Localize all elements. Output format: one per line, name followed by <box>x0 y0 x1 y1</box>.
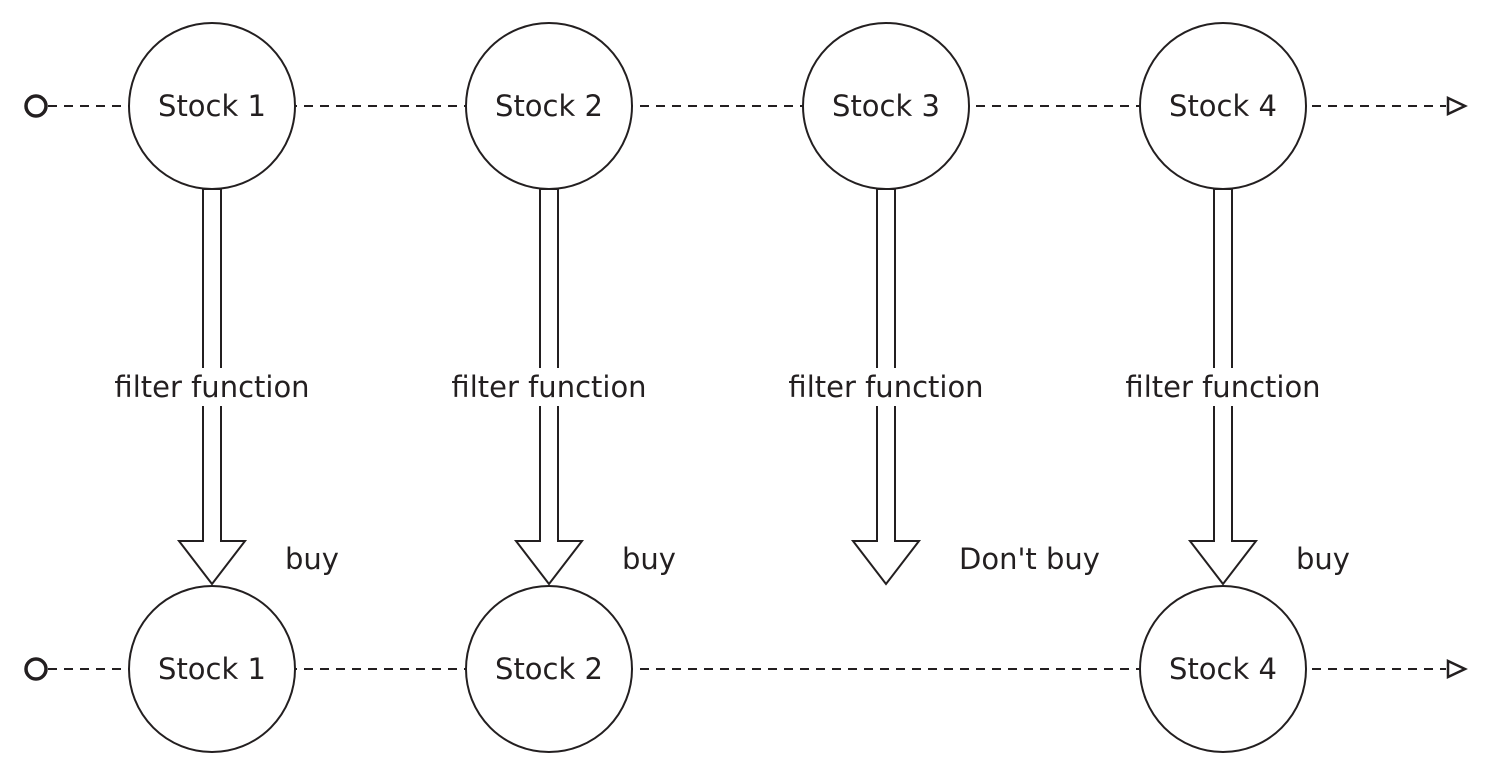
input-node-label: Stock 3 <box>832 89 940 123</box>
filter-column-4: filter function buy <box>1125 188 1350 586</box>
filter-column-2: filter function buy <box>451 188 676 586</box>
filter-function-label: filter function <box>1125 370 1320 404</box>
output-node-label: Stock 1 <box>158 652 266 686</box>
input-node-2: Stock 2 <box>465 22 633 190</box>
output-stream-end-arrow <box>1446 659 1468 679</box>
output-node-label: Stock 2 <box>495 652 603 686</box>
filter-column-3: filter function Don't buy <box>788 188 1100 586</box>
decision-label: buy <box>285 542 339 576</box>
filter-function-label: filter function <box>451 370 646 404</box>
input-stream-start-marker <box>24 94 48 118</box>
decision-label: buy <box>1296 542 1350 576</box>
input-node-1: Stock 1 <box>128 22 296 190</box>
decision-label: buy <box>622 542 676 576</box>
input-node-label: Stock 1 <box>158 89 266 123</box>
output-node-1: Stock 1 <box>128 585 296 753</box>
decision-label: Don't buy <box>959 542 1100 576</box>
filter-column-1: filter function buy <box>114 188 339 586</box>
output-node-4: Stock 4 <box>1139 585 1307 753</box>
output-node-label: Stock 4 <box>1169 652 1277 686</box>
input-node-4: Stock 4 <box>1139 22 1307 190</box>
filter-function-label: filter function <box>114 370 309 404</box>
input-node-label: Stock 4 <box>1169 89 1277 123</box>
output-stream-start-marker <box>24 657 48 681</box>
input-node-3: Stock 3 <box>802 22 970 190</box>
input-node-label: Stock 2 <box>495 89 603 123</box>
input-stream: Stock 1 Stock 2 Stock 3 Stock 4 <box>24 22 1468 190</box>
output-node-2: Stock 2 <box>465 585 633 753</box>
output-stream: Stock 1 Stock 2 Stock 4 <box>24 585 1468 753</box>
input-stream-end-arrow <box>1446 96 1468 116</box>
filter-function-label: filter function <box>788 370 983 404</box>
